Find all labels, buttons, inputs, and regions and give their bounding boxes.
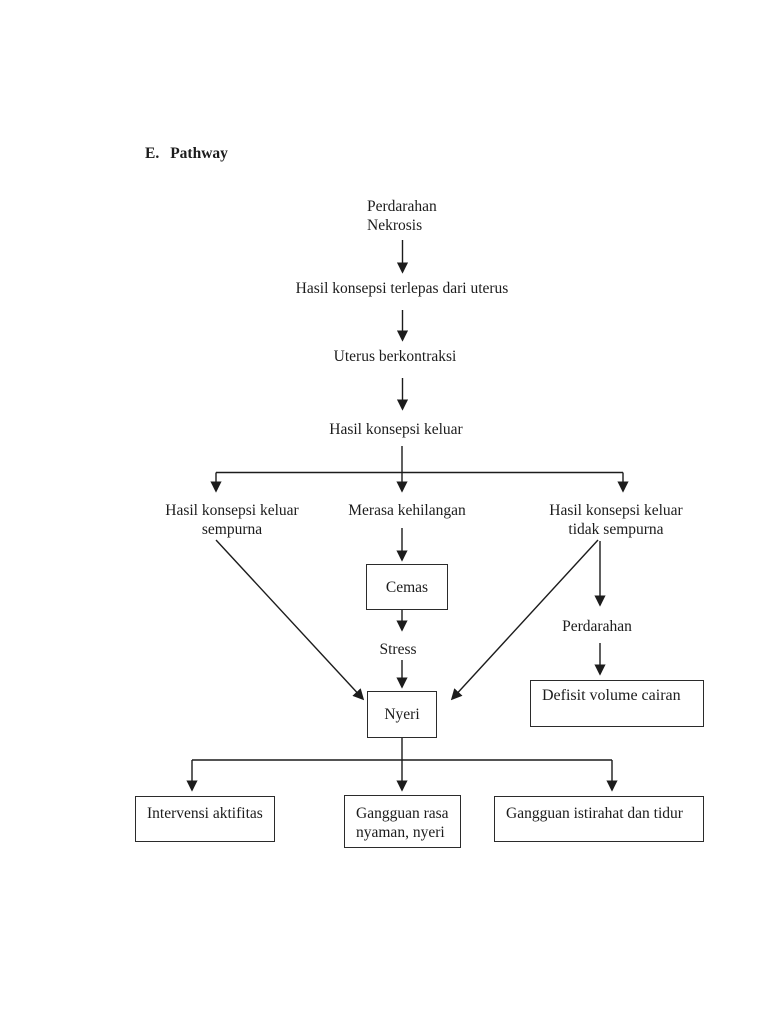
node-branch-tidak-sempurna-line1: Hasil konsepsi keluar	[549, 502, 683, 519]
section-heading-label: E.	[145, 145, 160, 162]
node-branch-sempurna-line2: sempurna	[201, 521, 263, 538]
box-cemas: Cemas	[366, 564, 448, 610]
node-keluar: Hasil konsepsi keluar	[329, 421, 463, 438]
section-heading: E. Pathway	[145, 145, 228, 163]
box-intervensi-label: Intervensi aktifitas	[147, 805, 263, 822]
node-branch-tidak-sempurna: Hasil konsepsi keluar tidak sempurna	[549, 501, 682, 539]
node-terlepas: Hasil konsepsi terlepas dari uterus	[295, 280, 509, 297]
box-gangguan-nyaman-line2: nyaman, nyeri	[356, 824, 445, 841]
box-intervensi-aktifitas: Intervensi aktifitas	[135, 796, 275, 842]
node-branch-tidak-sempurna-line2: tidak sempurna	[568, 521, 664, 538]
box-defisit-volume-cairan: Defisit volume cairan	[530, 680, 704, 727]
arrow-sempurna-to-nyeri-diagonal	[215, 539, 365, 701]
node-perdarahan-right: Perdarahan	[562, 618, 632, 635]
node-merasa-kehilangan: Merasa kehilangan	[348, 502, 466, 519]
node-start-line2: Nekrosis	[367, 217, 423, 234]
node-branch-sempurna-line1: Hasil konsepsi keluar	[165, 502, 299, 519]
node-stress: Stress	[379, 641, 417, 658]
box-gangguan-istirahat-tidur: Gangguan istirahat dan tidur	[494, 796, 704, 842]
node-kontraksi: Uterus berkontraksi	[333, 348, 457, 365]
box-cemas-label: Cemas	[385, 578, 429, 596]
node-start-line1: Perdarahan	[367, 198, 437, 215]
section-heading-title: Pathway	[170, 145, 228, 162]
node-start: Perdarahan Nekrosis	[367, 197, 437, 235]
box-gangguan-nyaman-line1: Gangguan rasa	[356, 805, 449, 822]
arrow-tidak-sempurna-to-nyeri-diagonal	[450, 539, 599, 701]
box-gangguan-rasa-nyaman: Gangguan rasa nyaman, nyeri	[344, 795, 461, 848]
box-defisit-label: Defisit volume cairan	[542, 687, 681, 704]
node-branch-sempurna: Hasil konsepsi keluar sempurna	[165, 501, 298, 539]
box-nyeri-label: Nyeri	[384, 706, 420, 723]
box-gangguan-tidur-label: Gangguan istirahat dan tidur	[506, 805, 683, 822]
box-nyeri: Nyeri	[367, 691, 437, 738]
